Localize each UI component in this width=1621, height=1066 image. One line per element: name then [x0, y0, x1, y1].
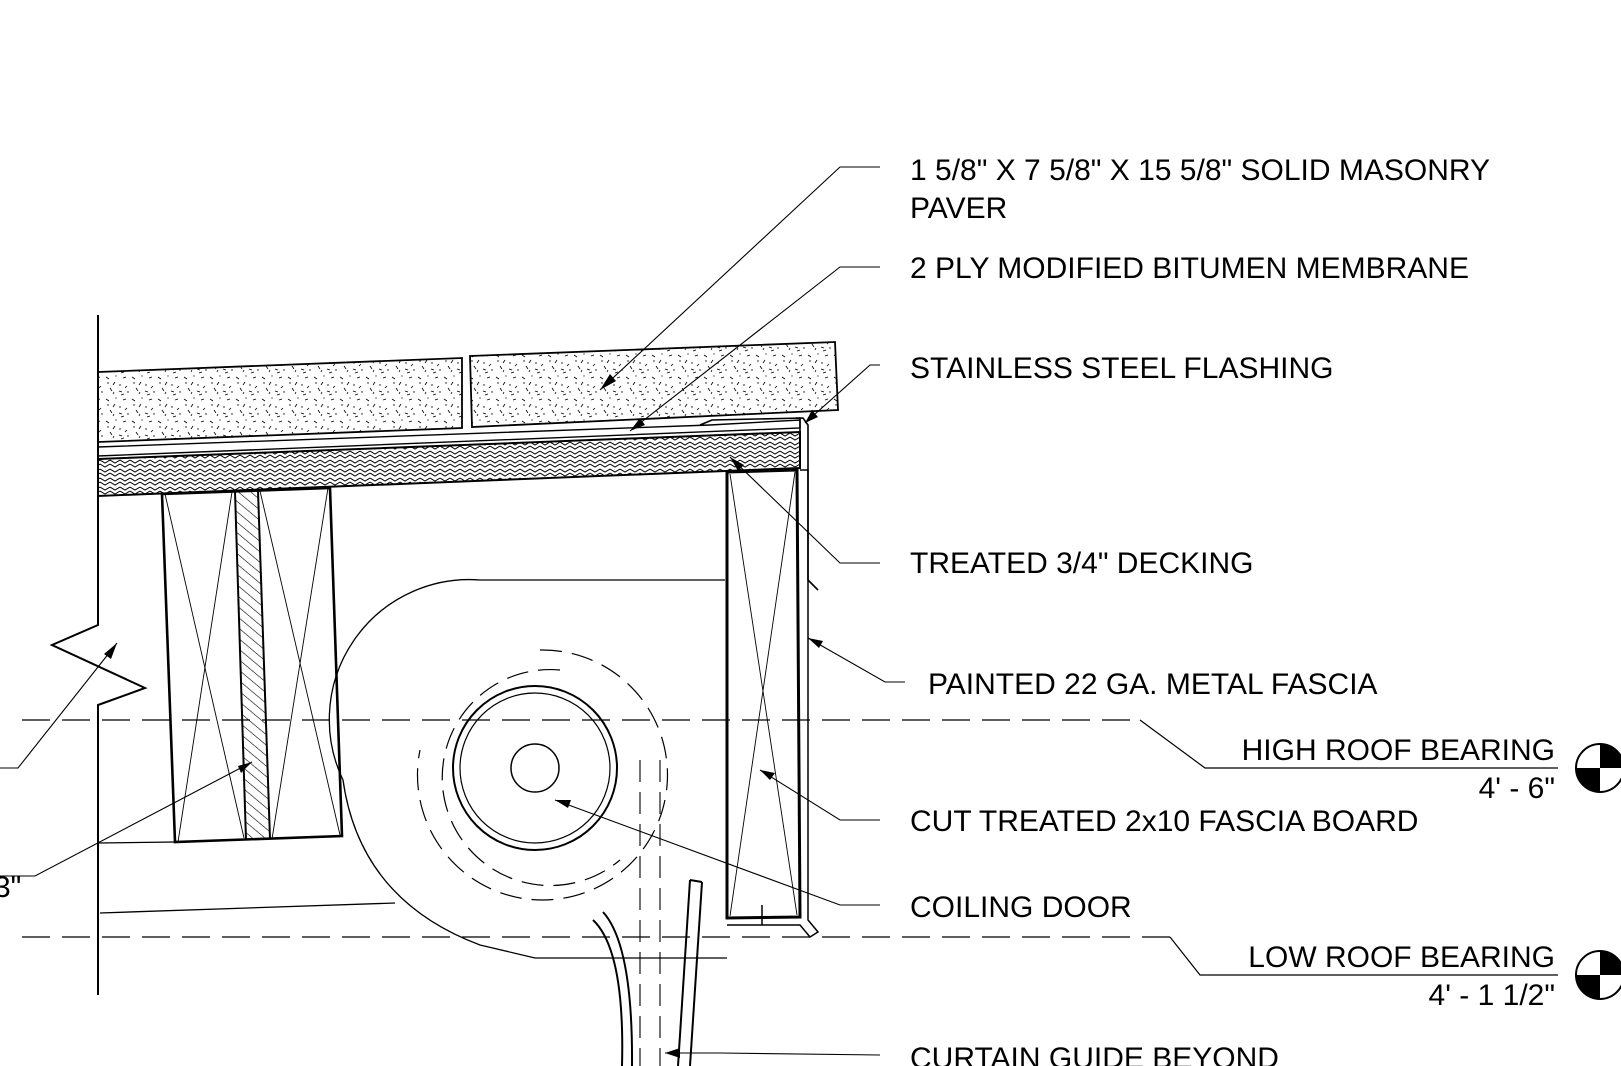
- leader-membrane: [629, 266, 880, 432]
- fascia-board: [725, 468, 802, 920]
- leader-decking: [729, 456, 880, 564]
- label-low-roof-value: 4' - 1 1/2": [1429, 979, 1555, 1012]
- stainless-steel-flashing: [699, 417, 819, 591]
- leader-partial-left-b: [0, 761, 253, 877]
- label-decking: TREATED 3/4" DECKING: [910, 547, 1254, 580]
- coiling-door-roll: [452, 685, 618, 851]
- label-curtain-guide: CURTAIN GUIDE BEYOND: [910, 1042, 1279, 1066]
- joist-cross-lines: [164, 487, 341, 843]
- label-high-roof-value: 4' - 6": [1479, 772, 1555, 805]
- label-high-roof-bearing: HIGH ROOF BEARING: [1242, 734, 1555, 767]
- joist-hatch-strip: [235, 491, 270, 840]
- leader-paver: [599, 166, 880, 391]
- elevation-marker-high-icon: [1575, 743, 1621, 793]
- leader-metal-fascia: [807, 637, 905, 683]
- leader-partial-left-a: [0, 642, 118, 769]
- coiling-door-dashed-rings: [416, 649, 669, 901]
- leader-flashing: [804, 364, 880, 424]
- label-membrane: 2 PLY MODIFIED BITUMEN MEMBRANE: [910, 252, 1469, 285]
- curtain-guide: [592, 879, 703, 1066]
- label-flashing: STAINLESS STEEL FLASHING: [910, 352, 1333, 385]
- label-coiling-door: COILING DOOR: [910, 891, 1132, 924]
- leader-fascia-board: [759, 769, 880, 821]
- label-low-roof-bearing: LOW ROOF BEARING: [1248, 941, 1555, 974]
- label-metal-fascia: PAINTED 22 GA. METAL FASCIA: [928, 668, 1378, 701]
- bearing-reference-lines: [22, 719, 1170, 938]
- masonry-paver-right: [469, 341, 839, 428]
- coiling-door-housing: [97, 578, 727, 959]
- label-partial-left: 3": [0, 871, 21, 904]
- bearing-leader-lines: [1139, 719, 1558, 976]
- label-fascia-board: CUT TREATED 2x10 FASCIA BOARD: [910, 805, 1418, 838]
- label-paver-line2: PAVER: [910, 192, 1007, 225]
- leader-coiling-door: [554, 799, 880, 906]
- decking-layer: [97, 430, 801, 498]
- masonry-paver-left: [97, 357, 463, 443]
- elevation-marker-low-icon: [1575, 950, 1621, 1000]
- metal-fascia: [727, 469, 820, 938]
- label-paver-line1: 1 5/8" X 7 5/8" X 15 5/8" SOLID MASONRY: [910, 154, 1490, 187]
- leader-curtain-guide: [665, 1048, 881, 1058]
- curtain-dashed-guides: [639, 760, 661, 1066]
